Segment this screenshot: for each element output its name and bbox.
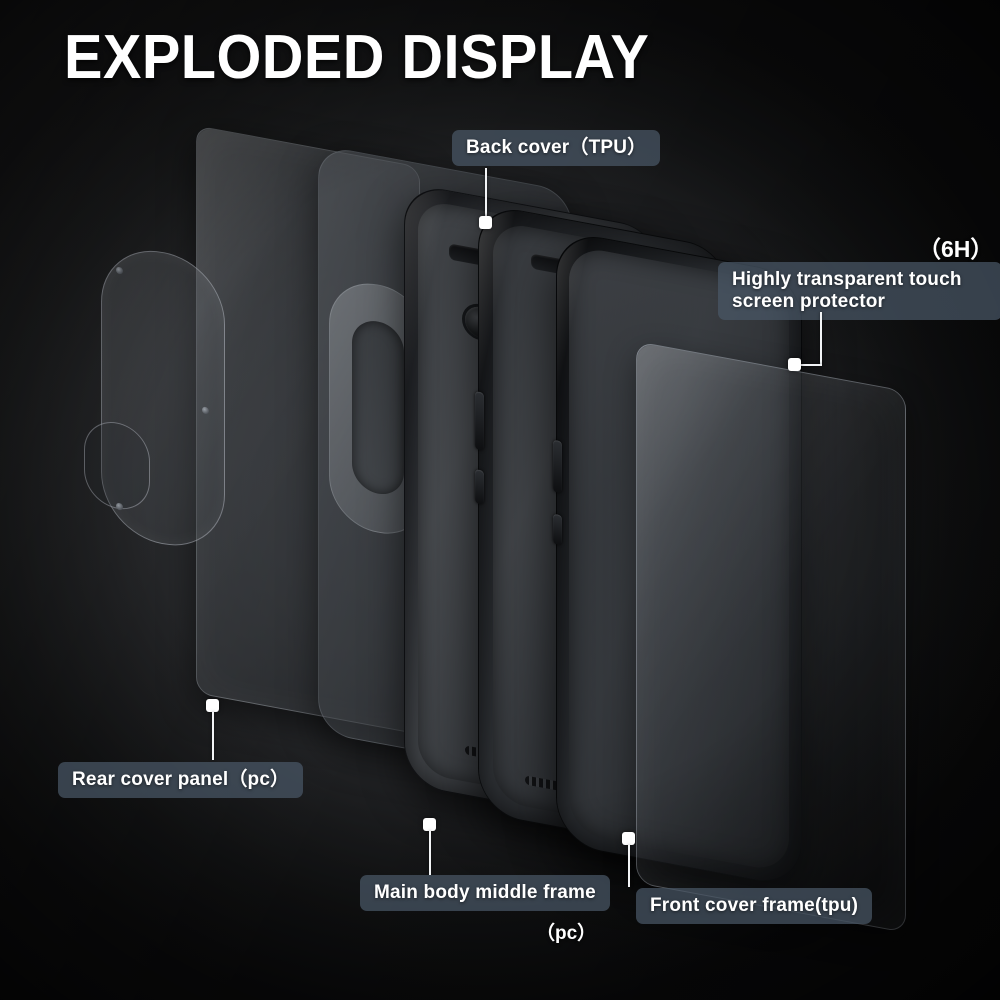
power-button bbox=[475, 469, 484, 505]
callout-screen-protector: Highly transparent touch screen protecto… bbox=[718, 262, 1000, 321]
leader-line-screen-protector-vertical bbox=[820, 312, 822, 364]
leader-line-main-body-middle-frame bbox=[429, 831, 431, 875]
leader-line-front-cover-frame bbox=[628, 845, 630, 887]
rear-cover-panel-camera-inner bbox=[84, 416, 150, 515]
callout-front-cover-frame: Front cover frame(tpu) bbox=[636, 888, 873, 925]
callout-screen-protector-line1: Highly transparent touch bbox=[732, 269, 962, 290]
leader-line-back-cover bbox=[485, 168, 487, 216]
side-button-cover bbox=[553, 513, 562, 546]
marker-back-cover bbox=[479, 216, 492, 229]
leader-line-rear-cover-panel bbox=[212, 712, 214, 760]
callout-back-cover: Back cover（TPU） bbox=[452, 130, 661, 167]
callout-screen-protector-line2: screen protector bbox=[732, 291, 886, 313]
screen-protector-gloss bbox=[637, 342, 905, 932]
callout-main-body-middle-frame: Main body middle frame bbox=[360, 875, 610, 912]
volume-button bbox=[475, 391, 484, 451]
side-button-cover bbox=[553, 439, 562, 494]
screw-dot bbox=[116, 266, 123, 275]
leader-line-screen-protector-horizontal bbox=[800, 364, 822, 366]
marker-screen-protector bbox=[788, 358, 801, 371]
marker-front-cover-frame bbox=[622, 832, 635, 845]
callout-main-body-middle-frame-suffix: （pc） bbox=[536, 923, 597, 944]
back-cover-camera-lens-area bbox=[352, 316, 404, 499]
marker-rear-cover-panel bbox=[206, 699, 219, 712]
screen-protector-part bbox=[636, 340, 906, 934]
screw-dot bbox=[116, 502, 123, 511]
hardness-hint: （6H） bbox=[918, 236, 994, 262]
callout-rear-cover-panel: Rear cover panel（pc） bbox=[58, 762, 304, 799]
marker-main-body-middle-frame bbox=[423, 818, 436, 831]
page-title: EXPLODED DISPLAY bbox=[64, 23, 650, 92]
screw-dot bbox=[202, 406, 209, 415]
rear-cover-panel-camera-cutout bbox=[84, 240, 225, 556]
